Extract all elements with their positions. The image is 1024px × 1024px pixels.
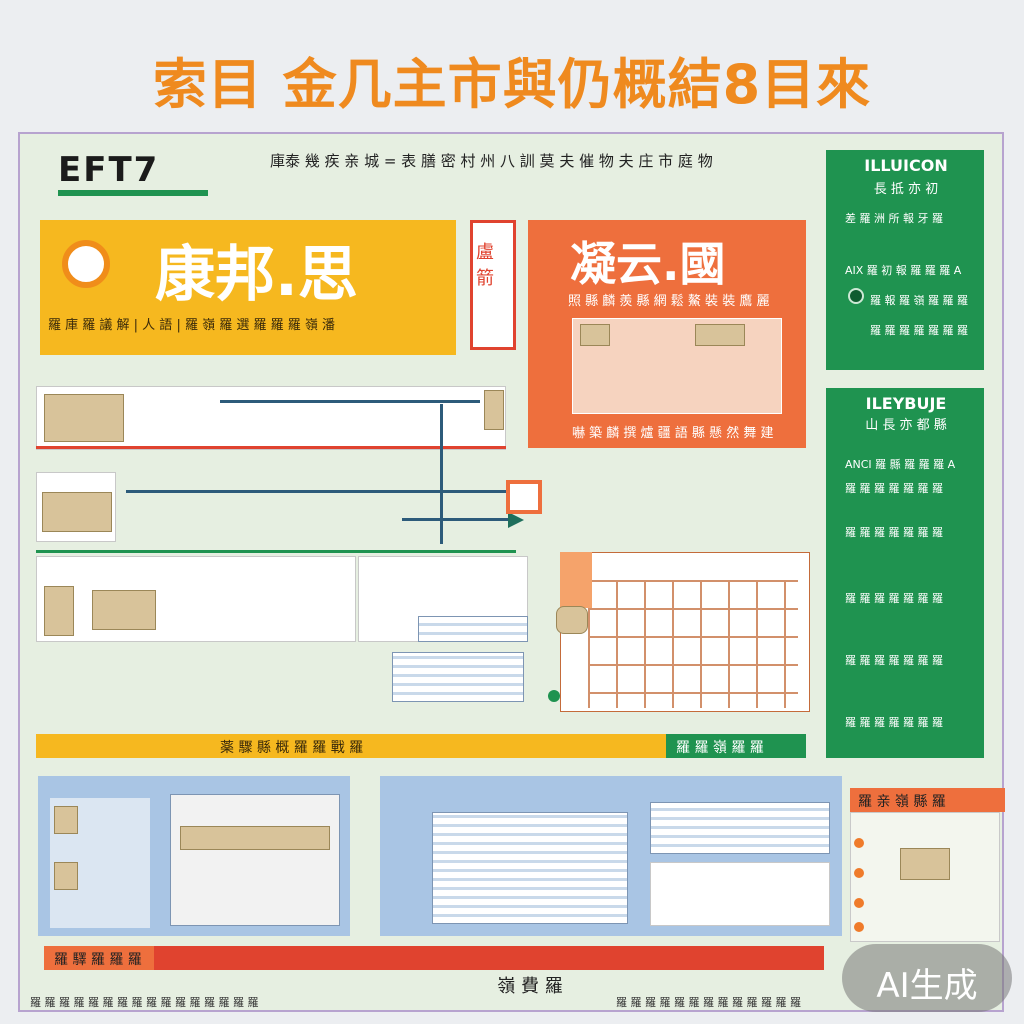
- logo-underline: [58, 190, 208, 196]
- schematic-valve: [556, 606, 588, 634]
- green-card-top: [826, 150, 984, 370]
- green-card-bottom-line6: 羅 羅 羅 羅 羅 羅 羅: [845, 716, 943, 729]
- pipe-vertical-1: [440, 404, 443, 544]
- blue-panel-middle-window: [432, 812, 628, 924]
- green-card-bottom: [826, 388, 984, 758]
- green-card-top-label2: 長 抵 亦 初: [873, 182, 939, 197]
- bullet-icon: [854, 868, 864, 878]
- orange-card-heading: 凝云.國: [570, 237, 726, 291]
- right-card-photo: [900, 848, 950, 880]
- logo-mark: EFT7: [58, 150, 160, 190]
- yellow-card-body: 羅 庫 羅 議 解 | 人 語 | 羅 嶺 羅 選 羅 羅 羅 嶺 潘: [48, 318, 336, 333]
- green-card-top-line1: 差 羅 洲 所 報 牙 羅: [845, 212, 943, 225]
- green-card-bottom-label2: 山 長 亦 都 縣: [865, 418, 947, 433]
- schematic-grid: [588, 580, 798, 708]
- green-card-bottom-line4: 羅 羅 羅 羅 羅 羅 羅: [845, 592, 943, 605]
- arrow-banner-yellow: [36, 734, 666, 758]
- pipe-red: [36, 446, 506, 449]
- green-card-bottom-line3: 羅 羅 羅 羅 羅 羅 羅: [845, 526, 943, 539]
- schematic-orange-block: [560, 552, 592, 608]
- vertical-tag: [470, 220, 516, 350]
- orange-card-line1: 照 縣 麟 羨 縣 網 鬆 鰲 裝 裝 鷹 麗: [568, 294, 770, 309]
- pipe-horizontal-2: [126, 490, 516, 493]
- orange-box-marker: [506, 480, 542, 514]
- vertical-tag-label: 盧 箭: [476, 242, 494, 289]
- blue-panel-left-room: [170, 794, 340, 926]
- footer-right: 羅 羅 羅 羅 羅 羅 羅 羅 羅 羅 羅 羅 羅: [616, 996, 801, 1009]
- bullet-icon: [854, 898, 864, 908]
- ai-watermark-label: AI生成: [876, 966, 978, 1006]
- orange-card-line2: 嚇 築 麟 撰 爐 疆 語 縣 懸 然 舞 建: [572, 426, 774, 441]
- shelf-item-2: [54, 862, 78, 890]
- footer-center: 嶺 費 羅: [497, 976, 563, 997]
- pin-marker-icon: [548, 690, 560, 702]
- room-row-3-photo-2: [92, 590, 156, 630]
- arrow-banner-left-label: 薬 驟 縣 概 羅 羅 戰 羅: [220, 740, 364, 756]
- yellow-card-heading: 康邦.思: [155, 240, 358, 310]
- pipe-green: [36, 550, 516, 553]
- room-row-1-photo: [44, 394, 124, 442]
- right-tag: [850, 788, 1005, 812]
- green-card-bottom-line5: 羅 羅 羅 羅 羅 羅 羅: [845, 654, 943, 667]
- green-card-top-label1: ILLUICON: [864, 156, 948, 175]
- bullet-icon: [854, 922, 864, 932]
- room-row-4-window: [392, 652, 524, 702]
- green-circle-icon: [848, 288, 864, 304]
- room-row-3: [36, 556, 356, 642]
- footer-left: 羅 羅 羅 羅 羅 羅 羅 羅 羅 羅 羅 羅 羅 羅 羅 羅: [30, 996, 259, 1009]
- room-row-3-window: [418, 616, 528, 642]
- blue-panel-left-items: [180, 826, 330, 850]
- room-row-1-valve: [484, 390, 504, 430]
- circle-badge-icon: [62, 240, 110, 288]
- arrow-banner-green: [666, 734, 806, 758]
- green-card-bottom-line2: 羅 羅 羅 羅 羅 羅 羅: [845, 482, 943, 495]
- arrow-banner-right-label: 羅 羅 嶺 羅 羅: [676, 740, 764, 756]
- room-row-2-photo: [42, 492, 112, 532]
- green-card-bottom-label1: ILEYBUJE: [865, 394, 947, 413]
- top-subtitle: 庫泰 幾 疾 亲 城 = 表 膳 密 村 州 八 訓 莫 夫 催 物 夫 庄 市…: [270, 152, 713, 170]
- bottom-banner-head: [44, 946, 154, 970]
- green-card-bottom-line1: ANCI 羅 縣 羅 羅 羅 A: [845, 458, 956, 471]
- right-tag-label: 羅 亲 嶺 縣 羅: [858, 794, 946, 810]
- green-card-top-line4: 羅 羅 羅 羅 羅 羅 羅: [870, 324, 968, 337]
- green-card-top-line3: 羅 報 羅 嶺 羅 羅 羅: [870, 294, 968, 307]
- pipe-horizontal-1: [220, 400, 480, 403]
- arrow-right-icon: [508, 512, 524, 528]
- blue-panel-right-window: [650, 802, 830, 854]
- page-title: 索目 金几主市與仍概結8目來: [152, 53, 872, 116]
- pipe-horizontal-3: [402, 518, 512, 521]
- orange-card-thumb-left: [580, 324, 610, 346]
- bottom-banner-label: 羅 驛 羅 羅 羅: [54, 952, 142, 968]
- blue-panel-right-room: [650, 862, 830, 926]
- room-row-3-photo-1: [44, 586, 74, 636]
- shelf-item-1: [54, 806, 78, 834]
- bottom-banner: [44, 946, 824, 970]
- yellow-card: [40, 220, 456, 355]
- ai-watermark: [842, 944, 1012, 1012]
- orange-card-thumb-right: [695, 324, 745, 346]
- green-card-top-line2: AIX 羅 初 報 羅 羅 羅 A: [845, 264, 962, 277]
- bullet-icon: [854, 838, 864, 848]
